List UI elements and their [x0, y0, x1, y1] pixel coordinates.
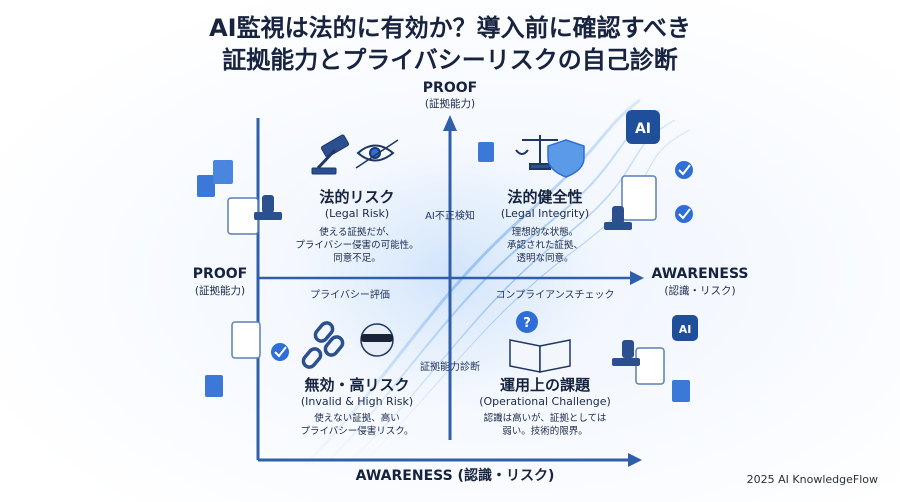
quadrant-description: 認識は高いが、証拠としては 弱い。技術的限界。 [483, 413, 607, 437]
documents-stamp-right-top [604, 161, 693, 230]
horizontal-axis-arrow [258, 271, 644, 285]
quadrant-description: 使えない証拠、高い プライバシー侵害リスク。 [300, 413, 414, 437]
quadrant-operational-challenge: 運用上の課題 (Operational Challenge) 認識は高いが、証拠… [465, 374, 625, 438]
quadrant-legal-risk: 法的リスク (Legal Risk) 使える証拠だが、 プライバシー侵害の可能性… [282, 186, 432, 265]
marker-compliance-check: コンプライアンスチェック [495, 290, 615, 301]
quadrant-title: 法的リスク [319, 188, 395, 206]
broken-chain-icon [301, 321, 345, 369]
axis-left-label: PROOF [192, 266, 248, 282]
svg-text:AI: AI [635, 121, 651, 137]
documents-stamp-right-bottom [612, 340, 690, 402]
marker-ai-detection: AI不正検知 [425, 211, 475, 222]
quadrant-title: 法的健全性 [507, 188, 583, 206]
document-icon-top-center [478, 142, 494, 162]
quadrant-subtitle: (Invalid & High Risk) [300, 395, 414, 408]
shield-icon [547, 139, 585, 178]
quadrant-invalid-high-risk: 無効・高リスク (Invalid & High Risk) 使えない証拠、高い … [282, 374, 432, 438]
quadrant-subtitle: (Legal Risk) [324, 207, 390, 220]
quadrant-title: 運用上の課題 [499, 376, 590, 394]
vertical-axis-arrow [443, 115, 457, 440]
axis-right-label: AWARENESS [651, 266, 749, 282]
data-stream-waves [298, 98, 691, 472]
open-book-icon [509, 339, 571, 373]
ai-badge-top: AI [626, 110, 660, 144]
documents-stamp-left-bottom [205, 321, 289, 397]
quadrant-description: 使える証拠だが、 プライバシー侵害の可能性。 同意不足。 [295, 227, 419, 264]
axis-right-sublabel: (認識・リスク) [664, 285, 736, 297]
title-line-1: AI監視は法的に有効か？導入前に確認すべき [209, 14, 691, 42]
marker-proof-diagnosis: 証拠能力診断 [420, 362, 480, 373]
frame-axes [256, 118, 642, 467]
axis-top-sublabel: (証拠能力) [424, 98, 476, 110]
quadrant-title: 無効・高リスク [304, 376, 410, 394]
eye-icon [355, 139, 399, 169]
gavel-icon [311, 134, 350, 175]
quadrant-description: 理想的な状態。 承認された証拠、 透明な同意。 [506, 227, 583, 264]
title-line-2: 証拠能力とプライバシーリスクの自己診断 [222, 46, 678, 74]
axis-left-sublabel: (証拠能力) [194, 285, 246, 297]
axis-top-label: PROOF [422, 80, 478, 96]
page-title: AI監視は法的に有効か？導入前に確認すべき 証拠能力とプライバシーリスクの自己診… [0, 12, 900, 76]
marker-privacy-eval: プライバシー評価 [310, 290, 390, 301]
question-icon: ? [516, 311, 538, 333]
documents-stamp-left-top [197, 160, 282, 235]
quadrant-subtitle: (Operational Challenge) [479, 395, 611, 408]
credit-text: 2025 AI KnowledgeFlow [746, 473, 878, 486]
quadrant-subtitle: (Legal Integrity) [500, 207, 590, 220]
svg-text:?: ? [523, 316, 531, 331]
masked-figure-icon [360, 323, 394, 357]
axis-bottom-label: AWARENESS (認識・リスク) [355, 468, 555, 484]
ai-badge-bottom: AI [672, 315, 698, 341]
svg-text:AI: AI [679, 323, 692, 336]
quadrant-legal-integrity: 法的健全性 (Legal Integrity) 理想的な状態。 承認された証拠、… [470, 186, 620, 265]
